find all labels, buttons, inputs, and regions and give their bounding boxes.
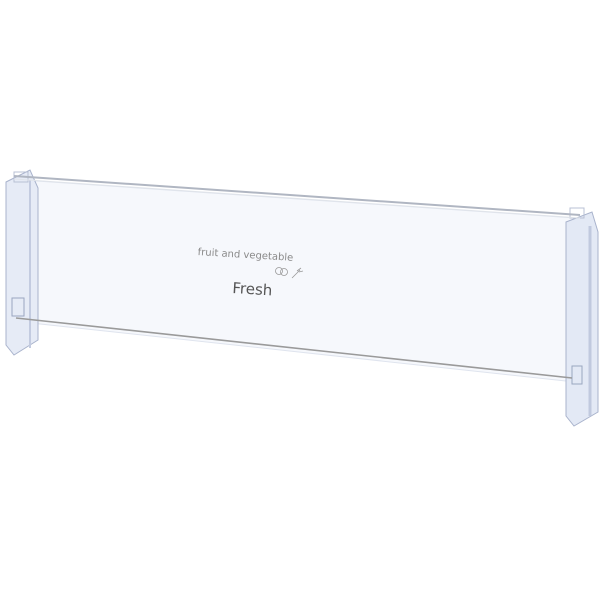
left-side-bracket xyxy=(5,169,39,356)
top-rod xyxy=(13,175,581,216)
fruit-icon xyxy=(275,267,288,276)
fresh-logo-text: Fresh xyxy=(231,279,273,300)
bottom-rod xyxy=(15,317,573,379)
carrot-icon xyxy=(291,267,304,279)
right-side-bracket xyxy=(565,207,599,427)
panel-face xyxy=(21,179,576,383)
